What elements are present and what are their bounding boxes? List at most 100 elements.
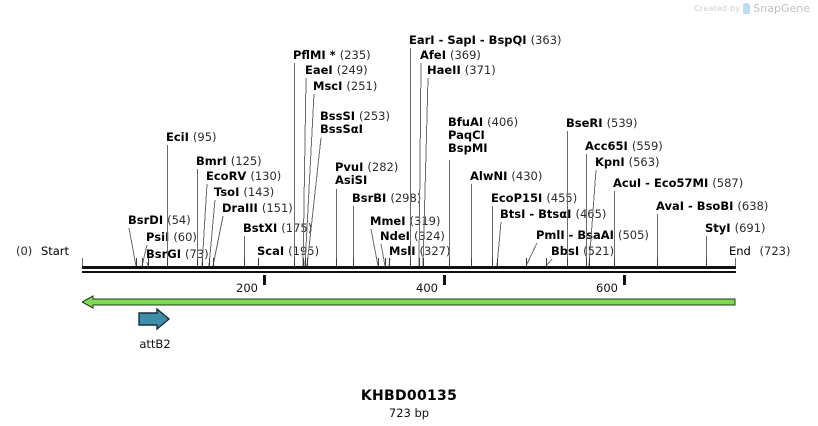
site-position: (282) — [367, 160, 399, 174]
site-tick — [706, 258, 707, 266]
site-name: StyI — [705, 221, 731, 235]
site-name: AcuI - Eco57MI — [613, 176, 709, 190]
site-label-acui-eco57mi[interactable]: AcuI - Eco57MI (587) — [613, 177, 743, 190]
site-position: (195) — [288, 244, 320, 258]
site-label-bfuai[interactable]: BfuAI (406) PaqCI BspMI — [448, 116, 518, 155]
site-label-ecop15i[interactable]: EcoP15I (455) — [491, 192, 577, 205]
site-label-pflmi[interactable]: PflMI * (235) — [293, 49, 371, 62]
site-position: (175) — [281, 221, 313, 235]
site-tick — [657, 258, 658, 266]
construct-title-block: KHBD00135 723 bp — [0, 388, 818, 420]
site-label-bstxi[interactable]: BstXI (175) — [243, 222, 312, 235]
site-tick — [167, 258, 168, 266]
site-name: DraIII — [222, 201, 258, 215]
site-label-ecorv[interactable]: EcoRV (130) — [206, 170, 281, 183]
site-position: (369) — [450, 48, 481, 62]
site-tick — [419, 258, 420, 266]
site-label-ecii[interactable]: EciI (95) — [166, 131, 217, 144]
site-label-kpni[interactable]: KpnI (563) — [595, 156, 660, 169]
construct-length: 723 bp — [388, 406, 430, 420]
site-label-bsssi[interactable]: BssSI (253) BssSαI — [320, 110, 390, 136]
site-position: (638) — [737, 199, 769, 213]
site-label-pvui[interactable]: PvuI (282) AsiSI — [335, 161, 398, 187]
site-tick — [303, 258, 304, 266]
site-label-bsrbi[interactable]: BsrBI (298) — [352, 192, 421, 205]
site-label-haeii[interactable]: HaeII (371) — [427, 64, 496, 77]
site-tick — [410, 258, 411, 266]
site-tick — [209, 258, 210, 266]
site-position: (430) — [511, 169, 543, 183]
site-tick — [385, 258, 386, 266]
site-position: (60) — [173, 230, 197, 244]
site-name: TsoI — [214, 185, 240, 199]
site-tick — [449, 258, 450, 266]
site-tick — [148, 258, 149, 266]
site-tick — [586, 258, 587, 266]
site-name: NdeI — [380, 229, 410, 243]
site-label-bmri[interactable]: BmrI (125) — [196, 155, 262, 168]
attb2-arrow-icon — [138, 308, 171, 331]
site-position: (151) — [261, 201, 293, 215]
site-label-avai-bsobi[interactable]: AvaI - BsoBI (638) — [656, 200, 768, 213]
site-position: (54) — [167, 213, 191, 227]
site-tick — [423, 258, 424, 266]
site-label-mmei[interactable]: MmeI (319) — [370, 215, 440, 228]
watermark-product: SnapGene — [753, 2, 810, 15]
site-name: BseRI — [566, 116, 603, 130]
site-tick — [389, 258, 390, 266]
site-tick — [258, 258, 259, 266]
site-tick — [471, 258, 472, 266]
site-position: (125) — [230, 154, 262, 168]
site-label-acc65i[interactable]: Acc65I (559) — [585, 140, 663, 153]
site-label-tsoi[interactable]: TsoI (143) — [214, 186, 274, 199]
site-position: (319) — [409, 214, 441, 228]
ruler-tick-200 — [263, 275, 266, 285]
site-label-btsi-btsai[interactable]: BtsI - BtsαI (465) — [500, 208, 606, 221]
start-label: Start — [40, 244, 70, 258]
site-name: BfuAI — [448, 115, 484, 129]
site-label-draiii[interactable]: DraIII (151) — [222, 202, 293, 215]
site-name: EciI — [166, 130, 189, 144]
site-label-styi[interactable]: StyI (691) — [705, 222, 766, 235]
site-position: (249) — [336, 63, 368, 77]
site-label-afei[interactable]: AfeI (369) — [420, 49, 481, 62]
start-position: (0) — [16, 244, 33, 258]
site-position: (327) — [419, 244, 451, 258]
site-label-bsrgi[interactable]: BsrGI (73) — [146, 248, 209, 261]
site-name: ScaI — [257, 244, 285, 258]
site-tick — [305, 258, 306, 266]
site-label-pmli-bsaai[interactable]: PmlI - BsaAI (505) — [536, 229, 649, 242]
site-name: EaeI — [305, 63, 333, 77]
site-name: PsiI — [146, 230, 170, 244]
site-position: (235) — [339, 48, 371, 62]
site-label-bseri[interactable]: BseRI (539) — [566, 117, 638, 130]
site-name: AvaI - BsoBI — [656, 199, 734, 213]
site-name: PvuI — [335, 160, 364, 174]
site-name: MmeI — [370, 214, 406, 228]
site-name: BsrBI — [352, 191, 387, 205]
site-label-ndei[interactable]: NdeI (324) — [380, 230, 445, 243]
site-position: (363) — [530, 33, 562, 47]
site-name: BmrI — [196, 154, 227, 168]
end-position: (723) — [759, 244, 791, 258]
start-marker: (0) Start — [16, 245, 69, 258]
site-label-msci[interactable]: MscI (251) — [313, 80, 377, 93]
site-name: Acc65I — [585, 139, 628, 153]
site-label-alwni[interactable]: AlwNI (430) — [470, 170, 542, 183]
site-name: HaeII — [427, 63, 461, 77]
site-label-msli[interactable]: MslI (327) — [389, 245, 450, 258]
watermark-made-by: Created by — [694, 4, 741, 13]
site-position: (505) — [617, 228, 649, 242]
site-label-psii[interactable]: PsiI (60) — [146, 231, 197, 244]
site-name: MslI — [389, 244, 416, 258]
ruler-tick-400 — [443, 275, 446, 285]
backbone-line-top — [82, 266, 736, 269]
site-label-scai[interactable]: ScaI (195) — [257, 245, 319, 258]
site-position: (298) — [390, 191, 422, 205]
site-label-bsrdi[interactable]: BsrDI (54) — [128, 214, 191, 227]
site-label-eari-sapi-bspqi[interactable]: EarI - SapI - BspQI (363) — [409, 34, 562, 47]
snapgene-logo-icon — [743, 3, 751, 14]
site-label-eaei[interactable]: EaeI (249) — [305, 64, 368, 77]
site-label-bbsi[interactable]: BbsI (521) — [551, 245, 614, 258]
